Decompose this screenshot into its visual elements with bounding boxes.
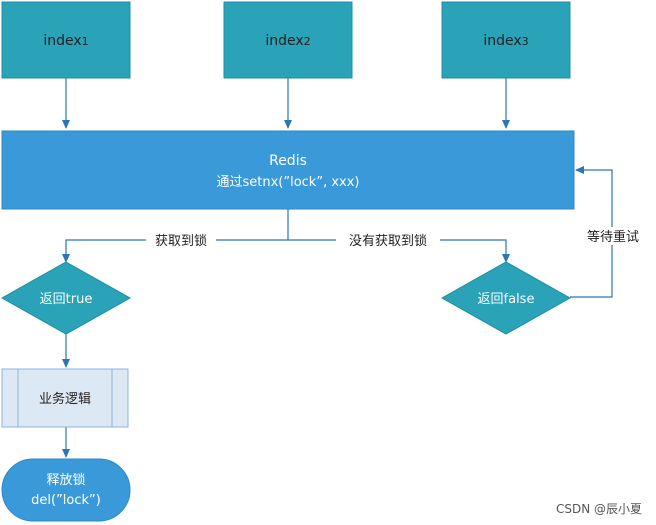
return-false-label: 返回false [478, 292, 535, 307]
index2-label: index [265, 33, 303, 49]
svg-text:index2: index2 [265, 33, 310, 49]
index3-sub: 3 [522, 35, 529, 48]
edge-label-no-lock: 没有获取到锁 [349, 233, 427, 249]
node-return-false: 返回false [440, 261, 572, 335]
node-return-true: 返回true [0, 261, 132, 335]
index1-sub: 1 [82, 35, 89, 48]
node-index3: index3 [441, 1, 571, 79]
redis-command: 通过setnx(”lock”, xxx) [216, 175, 359, 190]
edge-label-wait-retry: 等待重试 [587, 229, 639, 245]
svg-text:index3: index3 [483, 33, 528, 49]
node-release-lock: 释放锁 del(”lock”) [1, 458, 131, 522]
index1-label: index [43, 33, 81, 49]
business-logic-label: 业务逻辑 [39, 391, 91, 407]
node-redis: Redis 通过setnx(”lock”, xxx) [1, 130, 575, 210]
release-lock-command: del(”lock”) [31, 493, 101, 508]
index2-sub: 2 [304, 35, 311, 48]
edge-label-got-lock: 获取到锁 [155, 233, 207, 249]
svg-text:index1: index1 [43, 33, 88, 49]
node-business-logic: 业务逻辑 [1, 368, 129, 428]
release-lock-title: 释放锁 [46, 472, 85, 488]
node-index2: index2 [223, 1, 353, 79]
watermark: CSDN @辰小夏 [555, 502, 642, 516]
redis-title: Redis [269, 153, 307, 169]
node-index1: index1 [1, 1, 131, 79]
index3-label: index [483, 33, 521, 49]
return-true-label: 返回true [40, 292, 93, 307]
